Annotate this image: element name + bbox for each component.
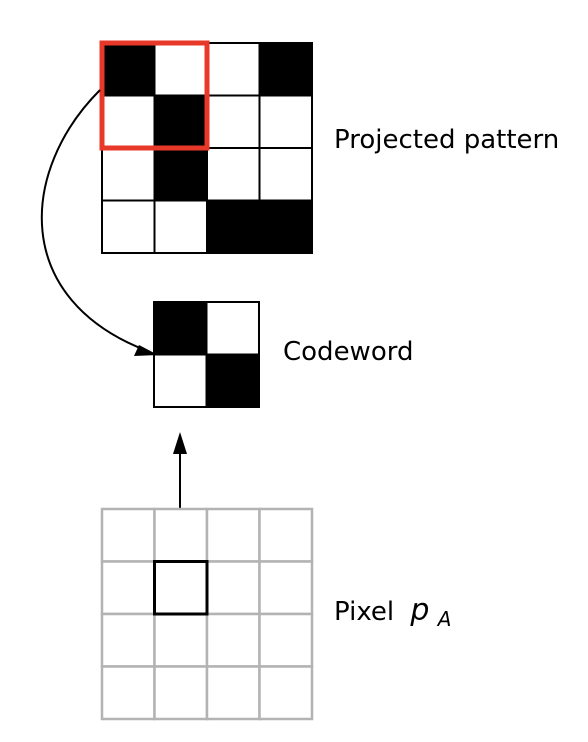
pattern-cell-r0-c2 [206, 42, 261, 97]
codeword-cell-r0-c1 [205, 301, 260, 356]
curved-arrow [40, 89, 151, 353]
pixel-cell-r1-c3 [258, 560, 314, 616]
pattern-cell-r3-c1 [153, 199, 208, 254]
pixel-cell-r3-c1 [153, 665, 209, 721]
pattern-cell-r3-c0 [101, 199, 156, 254]
codeword-cell-r1-c0 [153, 353, 208, 408]
pattern-cell-r1-c1 [153, 94, 208, 149]
pixel-cell-r0-c1 [153, 507, 209, 563]
pixel-cell-r3-c3 [258, 665, 314, 721]
codeword-cell-r1-c1 [205, 353, 260, 408]
codeword-grid [153, 301, 260, 408]
pattern-cell-r3-c2 [206, 199, 261, 254]
curved-arrow-head [134, 345, 158, 356]
projected-pattern-label: Projected pattern [334, 125, 559, 155]
projected-pattern-grid [101, 42, 313, 254]
codeword-label: Codeword [283, 337, 413, 367]
selected-pixel [153, 560, 209, 616]
pattern-cell-r1-c0 [101, 94, 156, 149]
pattern-cell-r1-c3 [258, 94, 313, 149]
pixel-cell-r3-c0 [100, 665, 156, 721]
pattern-cell-r0-c3 [258, 42, 313, 97]
pixel-cell-r1-c1 [153, 560, 209, 616]
pattern-cell-r2-c0 [101, 147, 156, 202]
pixel-label: Pixel p A [334, 593, 451, 631]
pattern-cell-r2-c1 [153, 147, 208, 202]
pixel-cell-r0-c0 [100, 507, 156, 563]
pixel-label-subscript: A [436, 607, 452, 631]
pattern-cell-r0-c0 [101, 42, 156, 97]
pixel-cell-r0-c2 [205, 507, 261, 563]
pixel-label-prefix: Pixel [334, 597, 394, 627]
pixel-cell-r2-c1 [153, 612, 209, 668]
pixel-cell-r1-c2 [205, 560, 261, 616]
pattern-cell-r0-c1 [153, 42, 208, 97]
pattern-cell-r2-c2 [206, 147, 261, 202]
pixel-label-symbol: p [409, 593, 429, 628]
pixel-cell-r0-c3 [258, 507, 314, 563]
codeword-cell-r0-c0 [153, 301, 208, 356]
pixel-cell-r2-c2 [205, 612, 261, 668]
pixel-cell-r2-c3 [258, 612, 314, 668]
pattern-cell-r1-c2 [206, 94, 261, 149]
pixel-grid [100, 507, 314, 721]
pixel-cell-r3-c2 [205, 665, 261, 721]
pattern-cell-r3-c3 [258, 199, 313, 254]
codeword-window-highlight [99, 40, 210, 151]
pixel-cell-r1-c0 [100, 560, 156, 616]
pixel-to-codeword-arrow-head [173, 432, 187, 454]
pixel-cell-r2-c0 [100, 612, 156, 668]
pattern-cell-r2-c3 [258, 147, 313, 202]
